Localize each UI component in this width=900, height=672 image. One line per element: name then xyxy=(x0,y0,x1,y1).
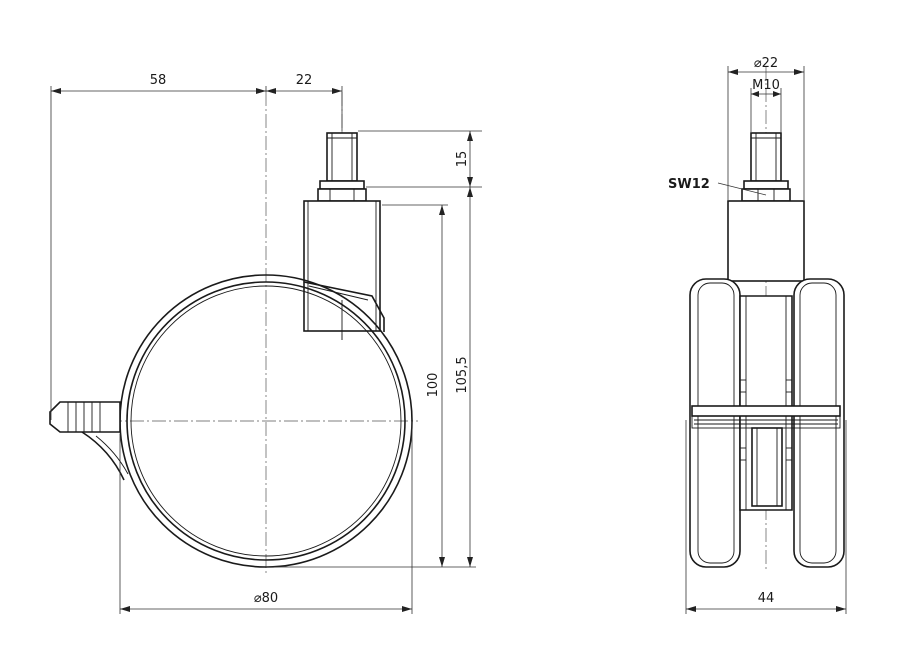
front-extension-lines xyxy=(685,66,847,614)
front-left-wheel xyxy=(689,278,741,568)
dimension-44: 44 xyxy=(686,591,846,612)
dim-58-label: 58 xyxy=(150,73,167,88)
front-view: SW12 ⌀22 M10 xyxy=(668,56,847,614)
side-view: 58 22 15 100 105,5 ⌀80 xyxy=(49,73,482,614)
hex-nut xyxy=(317,180,367,202)
dimension-diameter-22: ⌀22 xyxy=(728,56,804,75)
wrench-size-callout: SW12 xyxy=(668,177,767,196)
dim-44-label: 44 xyxy=(758,591,775,606)
dimension-m10: M10 xyxy=(751,78,781,97)
hood-bracket xyxy=(303,281,385,340)
dim-15-label: 15 xyxy=(455,151,470,168)
dim-m10-label: M10 xyxy=(752,78,780,93)
dimension-105-5: 105,5 xyxy=(455,187,473,567)
threaded-pin xyxy=(326,132,358,182)
front-right-wheel xyxy=(793,278,845,568)
side-extension-lines xyxy=(50,86,482,614)
dimension-58: 58 22 xyxy=(51,73,342,94)
dim-diameter-22-label: ⌀22 xyxy=(754,56,778,71)
dimension-15: 15 xyxy=(455,131,473,187)
dim-105-5-label: 105,5 xyxy=(455,356,470,393)
dim-diameter-80-label: ⌀80 xyxy=(254,591,278,606)
dimension-100: 100 xyxy=(426,205,445,567)
sw12-label: SW12 xyxy=(668,177,710,192)
brake-lever xyxy=(49,401,129,481)
dim-100-label: 100 xyxy=(426,373,441,398)
front-axle xyxy=(691,405,841,429)
front-threaded-pin xyxy=(750,132,782,182)
front-stem-housing xyxy=(727,200,805,282)
dimension-diameter-80: ⌀80 xyxy=(120,591,412,612)
front-inner-fork xyxy=(739,295,793,511)
dim-22-label: 22 xyxy=(296,73,313,88)
